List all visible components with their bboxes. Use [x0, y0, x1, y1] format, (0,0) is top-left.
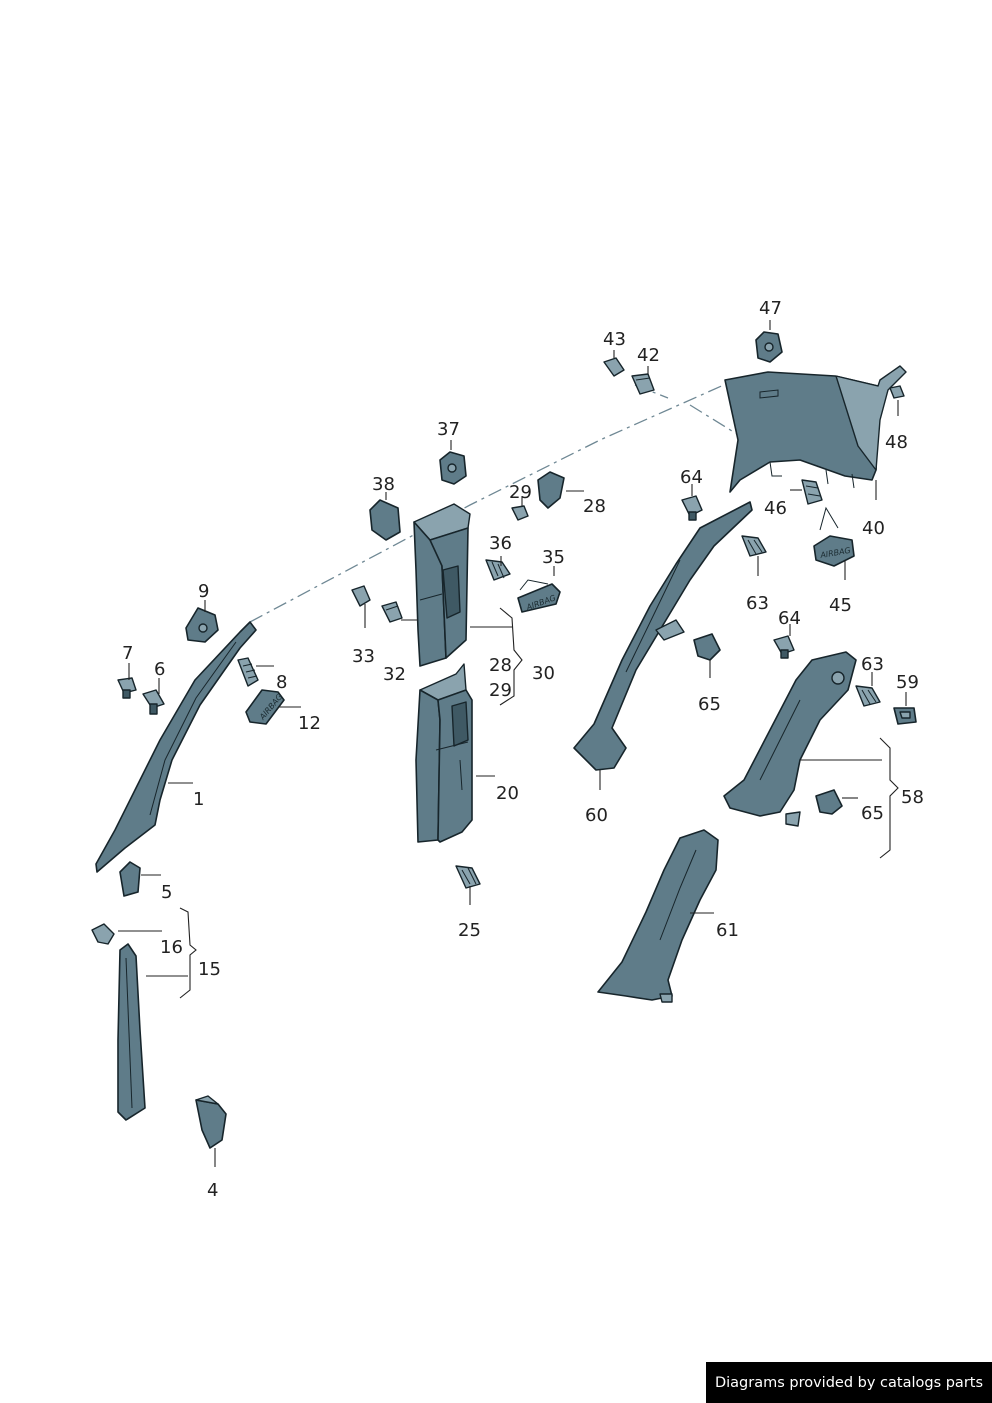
callout-33: 33 — [352, 646, 375, 667]
callout-61: 61 — [716, 920, 739, 941]
part-42-clip — [631, 373, 655, 395]
part-35-airbag-badge: AIRBAG — [517, 579, 561, 613]
part-30-b-pillar-upper — [413, 503, 471, 667]
callout-59: 59 — [896, 672, 919, 693]
part-58-trim — [723, 651, 857, 827]
callout-6: 6 — [154, 659, 165, 680]
callout-36: 36 — [489, 533, 512, 554]
part-33-clip — [351, 585, 371, 607]
callout-9: 9 — [198, 581, 209, 602]
callout-37: 37 — [437, 419, 460, 440]
part-6-clip — [142, 689, 165, 715]
callout-4: 4 — [207, 1180, 218, 1201]
callout-32: 32 — [383, 664, 406, 685]
callout-60: 60 — [585, 805, 608, 826]
part-28-clip — [537, 471, 565, 509]
part-47-clip — [755, 331, 783, 363]
part-32-clip — [381, 601, 403, 623]
callout-45: 45 — [829, 595, 852, 616]
part-37-clip — [439, 451, 467, 485]
callout-63: 63 — [746, 593, 769, 614]
part-25-screw — [455, 865, 481, 889]
part-40-c-pillar-trim — [724, 365, 907, 493]
part-60-trim — [573, 501, 753, 771]
part-63b-screw — [855, 685, 881, 707]
callout-63b: 63 — [861, 654, 884, 675]
callout-64: 64 — [680, 467, 703, 488]
callout-48: 48 — [885, 432, 908, 453]
callout-16: 16 — [160, 937, 183, 958]
part-48-nut — [889, 385, 905, 399]
part-7-clip — [117, 677, 137, 699]
part-59-cover — [893, 707, 917, 725]
part-8-screw — [237, 657, 259, 687]
callout-1: 1 — [193, 789, 204, 810]
part-29-screw — [511, 505, 529, 521]
part-1-a-pillar-trim — [95, 621, 257, 873]
callout-58: 58 — [901, 787, 924, 808]
callout-42: 42 — [637, 345, 660, 366]
part-9-bracket — [185, 607, 219, 643]
callout-28b: 28 — [489, 655, 512, 676]
callout-12: 12 — [298, 713, 321, 734]
callout-29: 29 — [509, 482, 532, 503]
part-64b-clip — [773, 635, 795, 659]
callout-65b: 65 — [861, 803, 884, 824]
part-5-clip — [119, 861, 141, 897]
part-46-screw — [801, 479, 823, 505]
callout-20: 20 — [496, 783, 519, 804]
alignment-dashed-line — [249, 379, 741, 623]
part-43-clip — [603, 357, 625, 377]
part-65-clip — [693, 633, 721, 661]
part-4-cover — [195, 1095, 227, 1149]
callout-labels: 1 4 5 6 7 8 9 12 15 16 20 25 28 29 28 29… — [122, 298, 924, 1201]
callout-28: 28 — [583, 496, 606, 517]
part-63-screw — [741, 535, 767, 557]
part-36-screw — [485, 559, 511, 581]
callout-29b: 29 — [489, 680, 512, 701]
callout-64b: 64 — [778, 608, 801, 629]
callout-25: 25 — [458, 920, 481, 941]
part-15-lower-trim — [117, 943, 146, 1121]
callout-65: 65 — [698, 694, 721, 715]
callout-47: 47 — [759, 298, 782, 319]
callout-40: 40 — [862, 518, 885, 539]
part-45-airbag-badge: AIRBAG — [813, 506, 855, 567]
callout-7: 7 — [122, 643, 133, 664]
callout-35: 35 — [542, 547, 565, 568]
callout-8: 8 — [276, 672, 287, 693]
callout-30: 30 — [532, 663, 555, 684]
part-64-clip — [681, 495, 703, 521]
footer-credit: Diagrams provided by catalogs parts — [706, 1362, 992, 1403]
part-16-clip — [91, 923, 115, 945]
part-65b-clip — [815, 789, 843, 815]
part-38-bracket — [369, 499, 401, 541]
callout-46: 46 — [764, 498, 787, 519]
callout-5: 5 — [161, 882, 172, 903]
leader-lines — [118, 320, 907, 1167]
callout-15: 15 — [198, 959, 221, 980]
callout-38: 38 — [372, 474, 395, 495]
callout-43: 43 — [603, 329, 626, 350]
part-20-b-pillar-lower — [415, 663, 473, 843]
part-61-lower-trim — [597, 829, 719, 1003]
